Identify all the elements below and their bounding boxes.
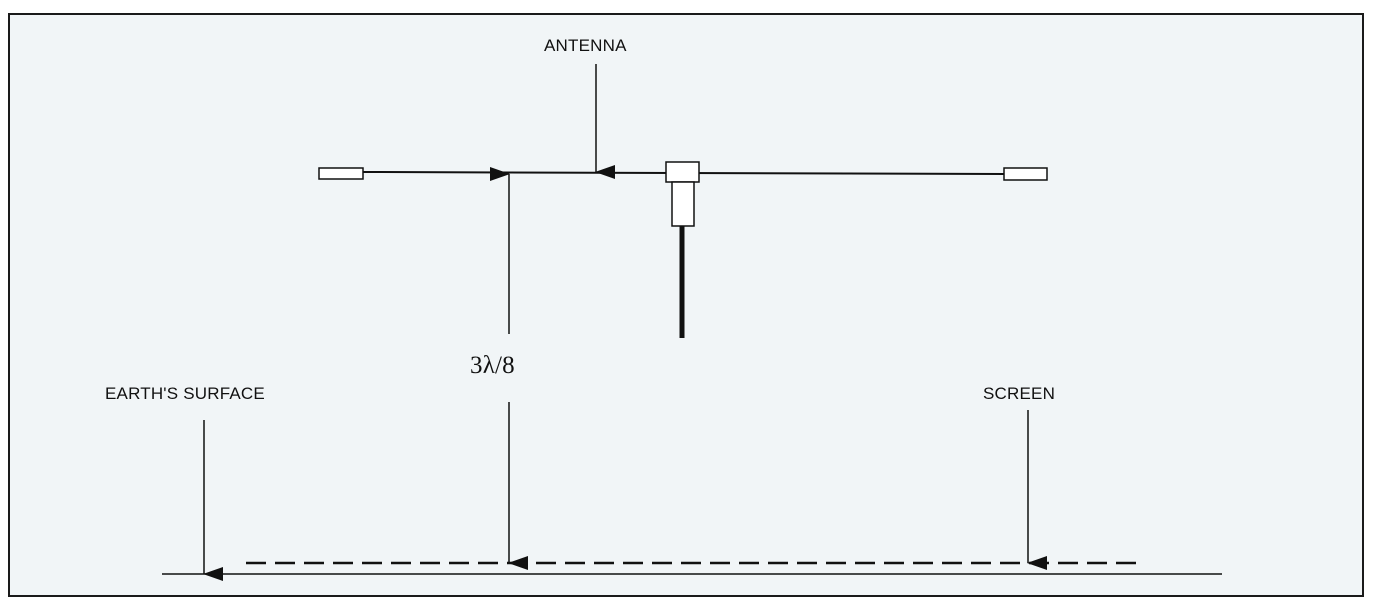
screen-label: SCREEN — [983, 384, 1056, 403]
earth-surface-label: EARTH'S SURFACE — [105, 384, 265, 403]
feed-connector — [665, 161, 700, 183]
feed-balun — [671, 181, 695, 227]
height-label: 3λ/8 — [470, 352, 515, 379]
right-insulator — [1003, 167, 1048, 181]
dipole-antenna — [318, 161, 1048, 338]
diagram-frame — [8, 13, 1364, 597]
left-insulator — [318, 167, 364, 180]
antenna-label: ANTENNA — [544, 36, 627, 55]
